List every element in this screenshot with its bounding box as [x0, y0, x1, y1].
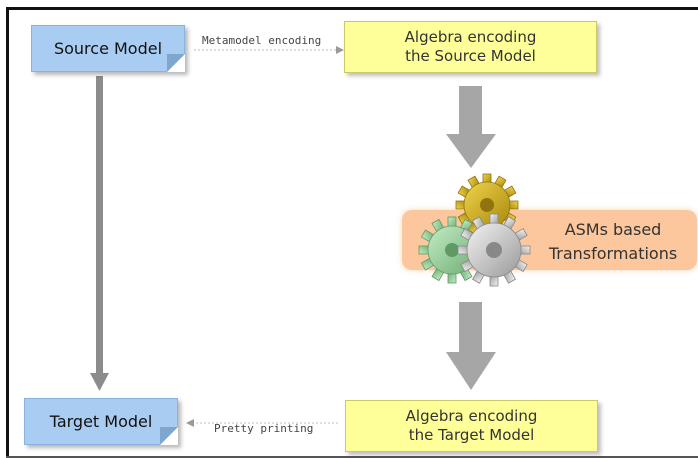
source-model-fold — [167, 54, 185, 72]
gear-icon-gray — [457, 213, 531, 287]
frame-left-border — [6, 7, 9, 458]
frame-bottom-border — [6, 456, 698, 458]
target-model-node: Target Model — [24, 398, 178, 445]
frame-top-border — [6, 7, 698, 10]
target-model-fold — [160, 427, 178, 445]
asm-transformations-label: ASMs based Transformations — [528, 218, 698, 266]
asm-transformations-line2: Transformations — [548, 244, 678, 263]
target-model-label: Target Model — [49, 412, 153, 431]
algebra-source-line2: the Source Model — [405, 47, 536, 65]
algebra-source-line1: Algebra encoding — [404, 28, 537, 46]
asm-transformations-line1: ASMs based — [564, 220, 662, 239]
algebra-target-line1: Algebra encoding — [405, 407, 538, 425]
source-model-node: Source Model — [31, 25, 185, 72]
pretty-printing-connector — [186, 419, 340, 427]
source-to-target-arrow — [90, 76, 109, 391]
source-model-label: Source Model — [53, 39, 163, 58]
algebra-target-node: Algebra encoding the Target Model — [345, 400, 598, 452]
metamodel-encoding-connector — [194, 46, 344, 54]
algebra-source-node: Algebra encoding the Source Model — [344, 21, 597, 73]
metamodel-encoding-label: Metamodel encoding — [202, 34, 322, 47]
down-arrow-bottom — [446, 302, 496, 390]
pretty-printing-label: Pretty printing — [214, 422, 314, 435]
algebra-target-line2: the Target Model — [408, 426, 535, 444]
down-arrow-top — [446, 86, 496, 168]
